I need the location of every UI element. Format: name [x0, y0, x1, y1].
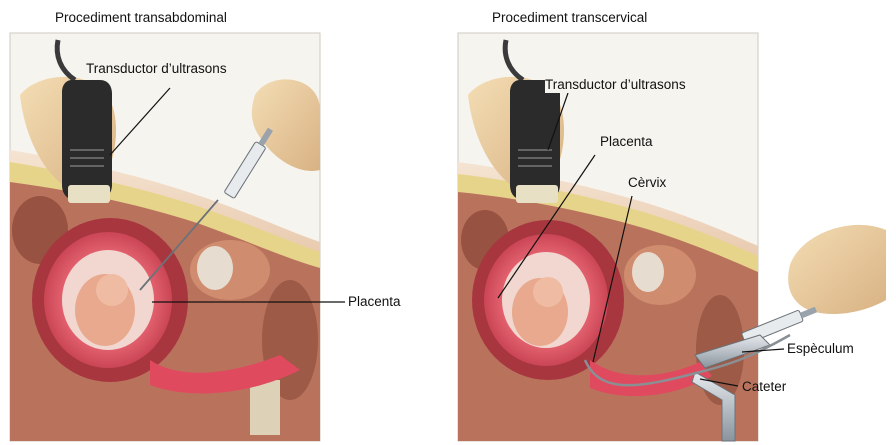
- right-probe-body: [510, 80, 560, 200]
- left-panel-figure: [10, 33, 345, 441]
- right-probe-tip: [516, 185, 558, 203]
- left-panel-title: Procediment transabdominal: [55, 10, 227, 25]
- right-fetus-head: [533, 277, 563, 307]
- right-syringe-hand: [788, 225, 886, 314]
- label-transducer-right: Transductor d’ultrasons: [545, 77, 686, 93]
- left-fetus-head: [96, 274, 128, 306]
- left-probe-body: [62, 80, 112, 200]
- right-panel-figure: [458, 33, 886, 441]
- label-placenta-right: Placenta: [600, 134, 653, 150]
- right-bladder-inner: [632, 252, 664, 292]
- left-bladder-inner: [197, 246, 233, 290]
- label-transducer-left: Transductor d’ultrasons: [86, 61, 227, 77]
- label-catheter-right: Cateter: [742, 379, 786, 395]
- right-panel-title: Procediment transcervical: [492, 10, 647, 25]
- left-bone: [250, 380, 280, 435]
- left-probe-tip: [68, 185, 110, 203]
- label-speculum-right: Espèculum: [787, 341, 854, 357]
- label-placenta-left: Placenta: [348, 294, 401, 310]
- label-cervix-right: Cèrvix: [628, 175, 666, 191]
